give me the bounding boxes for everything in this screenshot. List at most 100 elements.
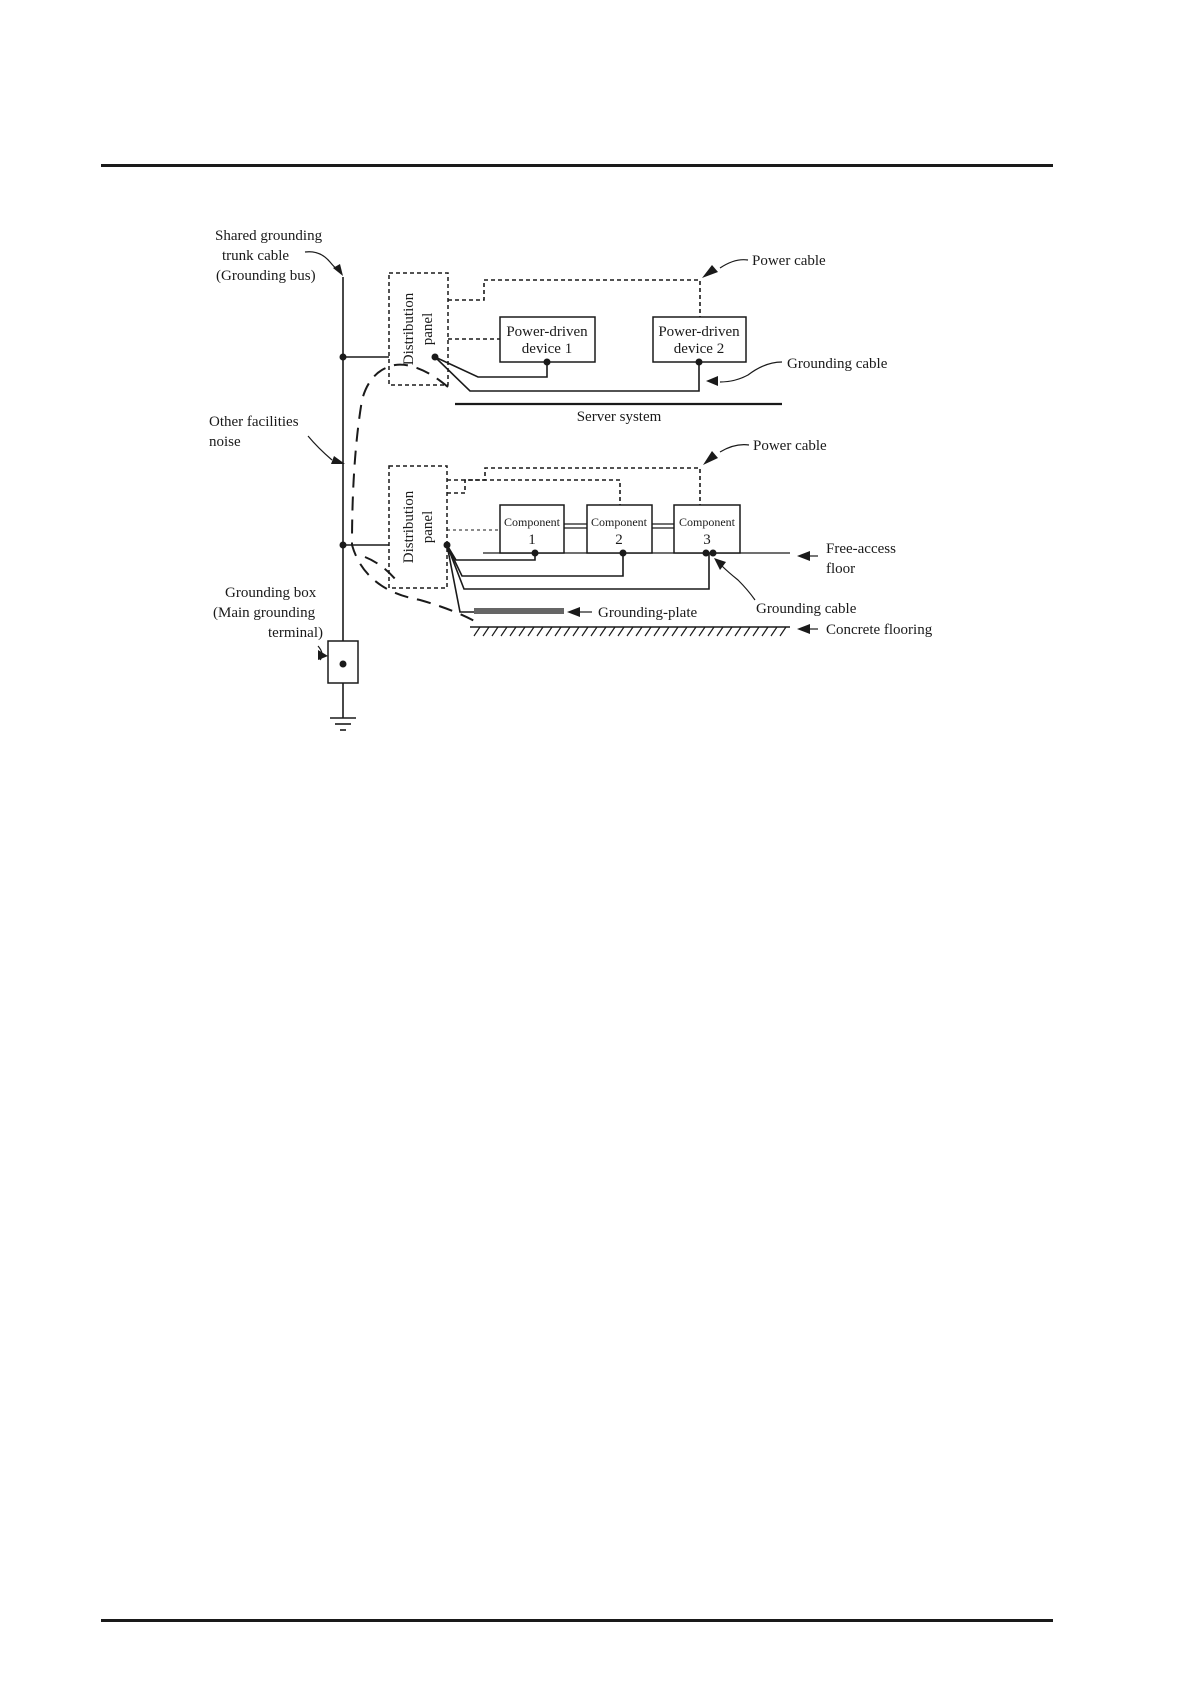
concrete-hatch-mark — [671, 626, 679, 637]
shared-trunk-label-line3: (Grounding bus) — [216, 268, 316, 284]
grounding-cable-bottom-pointer — [721, 565, 756, 601]
power-cable-top-label: Power cable — [752, 253, 826, 269]
concrete-hatch-mark — [680, 626, 688, 637]
concrete-hatch-mark — [725, 626, 733, 637]
grounding-cable-bottom-arrowhead — [714, 558, 726, 570]
noise-path-main — [350, 363, 479, 624]
power-driven-device-2 — [652, 316, 747, 363]
concrete-hatch-mark — [662, 626, 670, 637]
concrete-hatch-mark — [563, 626, 571, 637]
concrete-hatch-mark — [698, 626, 706, 637]
device-1-label-line2: device 1 — [522, 341, 572, 357]
concrete-hatch-mark — [626, 626, 634, 637]
header-rule — [101, 164, 1053, 167]
grounding-cable-top-arrowhead — [706, 376, 718, 386]
other-noise-pointer — [307, 435, 333, 461]
concrete-hatch-mark — [572, 626, 580, 637]
power-cable-top-pointer — [719, 259, 749, 269]
distribution-panel-1-label-line2: panel — [420, 313, 436, 345]
grounding-cable-component3 — [446, 544, 710, 590]
component3-ground-node-a — [702, 549, 710, 557]
component-2-label-line2: 2 — [615, 532, 623, 548]
grounding-box-label-line1: Grounding box — [225, 585, 317, 601]
distribution-panel-2 — [388, 465, 448, 589]
device-2-label-line1: Power-driven — [658, 324, 740, 340]
grounding-cable-top-pointer — [719, 361, 783, 383]
power-cable-upper-to-device2 — [448, 279, 701, 332]
grounding-cable-component2 — [446, 544, 624, 577]
shared-trunk-label-line2: trunk cable — [222, 248, 289, 264]
distribution-panel-2-label-line1: Distribution — [401, 490, 417, 563]
concrete-hatch-mark — [707, 626, 715, 637]
concrete-hatch-mark — [635, 626, 643, 637]
power-cable-lower-to-component2 — [447, 479, 621, 505]
distribution-panel-1 — [388, 272, 449, 386]
panel2-ground-node — [443, 541, 451, 549]
trunk-node-upper — [339, 353, 347, 361]
component2-ground-node — [619, 549, 627, 557]
free-access-floor-label-line1: Free-access — [826, 541, 896, 557]
free-access-floor-label-line2: floor — [826, 561, 855, 577]
concrete-hatch-mark — [644, 626, 652, 637]
component-1-label-line2: 1 — [528, 532, 536, 548]
concrete-hatch-mark — [518, 626, 526, 637]
footer-rule — [101, 1619, 1053, 1622]
device-2-label-line2: device 2 — [674, 341, 724, 357]
concrete-hatch-mark — [689, 626, 697, 637]
component-1 — [499, 504, 565, 554]
concrete-hatch-mark — [590, 626, 598, 637]
concrete-hatch-mark — [473, 626, 481, 637]
server-system-label: Server system — [577, 409, 662, 425]
concrete-hatch-mark — [779, 626, 787, 637]
component-3-label-line2: 3 — [703, 532, 711, 548]
trunk-node-lower — [339, 541, 347, 549]
concrete-hatch-mark — [608, 626, 616, 637]
concrete-hatch-mark — [554, 626, 562, 637]
free-access-floor-arrowhead — [797, 551, 810, 561]
concrete-hatch-mark — [509, 626, 517, 637]
concrete-hatch-mark — [752, 626, 760, 637]
concrete-hatch-mark — [536, 626, 544, 637]
concrete-hatch-mark — [734, 626, 742, 637]
concrete-flooring-hatch — [473, 626, 787, 637]
shared-trunk-label-line1: Shared grounding — [215, 228, 323, 244]
device2-ground-node — [695, 358, 703, 366]
concrete-hatch-mark — [617, 626, 625, 637]
concrete-hatch-mark — [491, 626, 499, 637]
grounding-plate — [474, 608, 564, 614]
concrete-hatch-mark — [743, 626, 751, 637]
grounding-cable-top-label: Grounding cable — [787, 356, 888, 372]
grounding-box-label-line3: terminal) — [268, 625, 323, 641]
other-noise-label-line2: noise — [209, 434, 241, 450]
concrete-hatch-mark — [653, 626, 661, 637]
other-noise-arrowhead — [331, 456, 345, 464]
grounding-box-node — [339, 660, 347, 668]
grounding-box-arrowhead — [318, 650, 328, 660]
concrete-hatch-mark — [761, 626, 769, 637]
concrete-hatch-mark — [482, 626, 490, 637]
concrete-flooring-arrowhead — [797, 624, 810, 634]
component-2-label-line1: Component — [591, 515, 648, 529]
component-3-label-line1: Component — [679, 515, 736, 529]
concrete-hatch-mark — [500, 626, 508, 637]
grounding-plate-arrowhead — [567, 607, 580, 617]
component1-ground-node — [531, 549, 539, 557]
concrete-hatch-mark — [599, 626, 607, 637]
component3-ground-node-b — [709, 549, 717, 557]
concrete-flooring-label: Concrete flooring — [826, 622, 933, 638]
grounding-cable-bottom-label: Grounding cable — [756, 601, 857, 617]
concrete-hatch-mark — [581, 626, 589, 637]
distribution-panel-2-label-line2: panel — [420, 511, 436, 543]
power-cable-bottom-label: Power cable — [753, 438, 827, 454]
component-1-label-line1: Component — [504, 515, 561, 529]
power-cable-top-arrowhead — [702, 265, 718, 278]
grounding-cable-device1 — [434, 356, 548, 378]
concrete-hatch-mark — [770, 626, 778, 637]
power-cable-bottom-arrowhead — [703, 451, 718, 465]
noise-path-branch — [364, 556, 401, 586]
power-driven-device-1 — [499, 316, 596, 363]
device-1-label-line1: Power-driven — [506, 324, 588, 340]
shared-trunk-arrowhead — [333, 264, 343, 276]
distribution-panel-1-label-line1: Distribution — [401, 292, 417, 365]
